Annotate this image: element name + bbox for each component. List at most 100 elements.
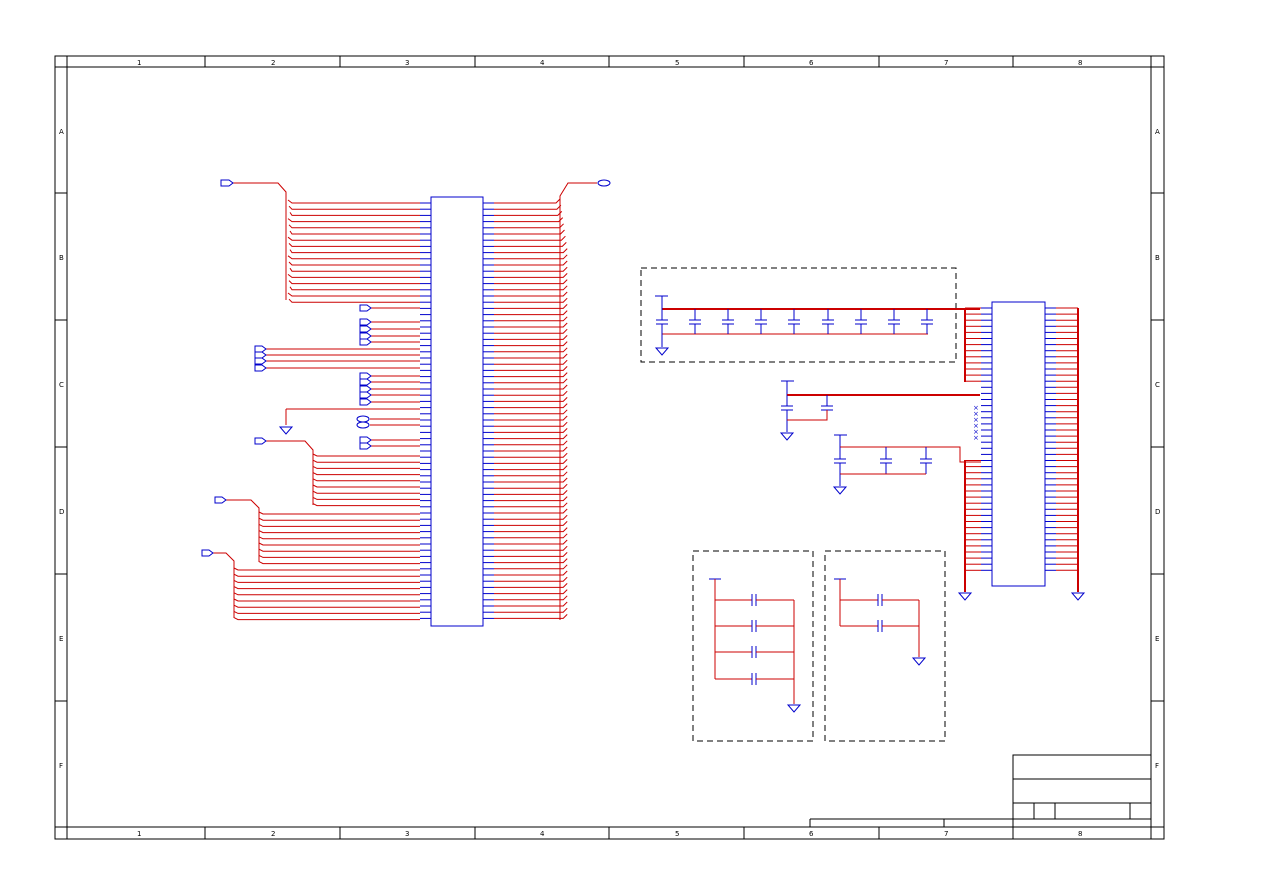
port-symbol: [359, 338, 372, 346]
bus-wire: [312, 490, 420, 494]
bus-wire: [287, 199, 420, 204]
bus-wire: [258, 511, 420, 515]
bus-trunk: [559, 182, 597, 620]
port-symbol: [359, 318, 372, 326]
bus-wire: [233, 617, 420, 621]
ground-symbol: [911, 657, 927, 666]
zone-row-label: C: [1155, 381, 1160, 389]
bus-wire: [287, 218, 420, 223]
zone-row-label: B: [59, 254, 64, 262]
bus-wire: [233, 579, 420, 583]
bus-wire: [494, 316, 568, 322]
no-connect-mark: ×: [973, 428, 979, 436]
zone-labels-right: A B C D E F: [1155, 128, 1160, 770]
zone-col-label: 7: [944, 59, 948, 67]
capacitor-network: [654, 295, 981, 713]
zone-col-label: 1: [137, 830, 141, 838]
bus-wire: [494, 341, 568, 347]
bus-wire: [233, 598, 420, 602]
bus-wire: [494, 403, 568, 409]
bus-wire: [288, 261, 420, 266]
bus-wire: [288, 205, 420, 210]
zone-col-label: 6: [809, 830, 814, 838]
bus-wire: [288, 298, 420, 303]
bus-wire: [494, 229, 565, 235]
ic-left-pins: [981, 307, 992, 571]
bus-wire: [494, 297, 568, 303]
bus-wire: [494, 242, 567, 247]
bus-wire: [494, 409, 568, 415]
bus-wire: [258, 561, 420, 565]
bus-wire: [494, 521, 568, 526]
bus-wire: [494, 459, 568, 464]
bus-wire: [494, 359, 568, 365]
no-connect-mark: ×: [973, 410, 979, 418]
title-block: [809, 754, 1152, 828]
bus-wire: [494, 353, 568, 359]
bus-wire: [289, 230, 420, 235]
bus-wire: [494, 434, 568, 440]
bus-wire: [494, 260, 568, 266]
bus-wire: [494, 601, 568, 607]
zone-col-label: 3: [405, 59, 409, 67]
bus-wire: [258, 536, 420, 540]
bus-wire: [288, 280, 420, 285]
zone-col-label: 1: [137, 59, 141, 67]
ground-symbol: [832, 486, 848, 495]
dashed-group-caps-b: [824, 550, 946, 742]
zone-row-label: C: [59, 381, 64, 389]
no-connect-mark: ×: [973, 416, 979, 424]
port-symbol: [359, 398, 372, 406]
bus-wire: [494, 440, 568, 446]
wire: [787, 410, 828, 421]
zone-row-label: E: [1155, 635, 1159, 643]
zone-col-label: 5: [675, 59, 679, 67]
bus-wire: [312, 484, 420, 488]
no-connect-mark: ×: [973, 422, 979, 430]
ic-right: ××××××: [957, 301, 1086, 601]
bus-wire: [287, 236, 420, 241]
bus-wire: [494, 446, 568, 452]
bus-wire: [494, 248, 568, 254]
ic-wires: ××××××: [957, 307, 1086, 601]
zone-col-label: 8: [1078, 59, 1082, 67]
port-symbol: [220, 179, 234, 187]
left-bus-wires: [213, 179, 420, 621]
zone-col-label: 6: [809, 59, 814, 67]
bus-trunk: [213, 552, 235, 618]
bus-wire: [288, 243, 420, 247]
ground-symbol: [779, 432, 795, 441]
zone-col-label: 3: [405, 830, 409, 838]
port-symbol: [254, 357, 267, 365]
bus-trunk: [232, 182, 287, 300]
bus-wire: [494, 384, 568, 390]
port-symbol: [254, 364, 267, 372]
dashed-group-caps-a: [692, 550, 814, 742]
bus-wire: [312, 472, 420, 476]
zone-row-label: E: [59, 635, 63, 643]
port-symbol: [597, 179, 611, 187]
no-connect-mark: ×: [973, 404, 979, 412]
bus-wire: [494, 471, 568, 477]
bus-wire: [289, 249, 420, 254]
bus-wire: [494, 372, 568, 378]
bus-wire: [494, 366, 568, 371]
zone-col-label: 7: [944, 830, 948, 838]
bus-wire: [494, 421, 568, 427]
bus-wire: [287, 273, 420, 278]
ic-body: [991, 301, 1046, 587]
port-symbol: [359, 332, 372, 340]
bus-wire: [494, 211, 563, 216]
bus-wire: [233, 604, 420, 608]
ground-symbol: [786, 704, 802, 713]
port-symbol: [214, 496, 227, 504]
bus-wire: [494, 266, 568, 272]
bus-wire: [494, 595, 568, 601]
port-symbol: [356, 415, 370, 423]
drawing-frame: [54, 55, 1165, 840]
bus-wire: [494, 514, 568, 520]
bus-wire: [494, 483, 568, 489]
zone-labels-bottom: 1 2 3 4 5 6 7 8: [137, 830, 1082, 838]
bus-wire: [494, 322, 568, 328]
bus-wire: [494, 545, 568, 551]
